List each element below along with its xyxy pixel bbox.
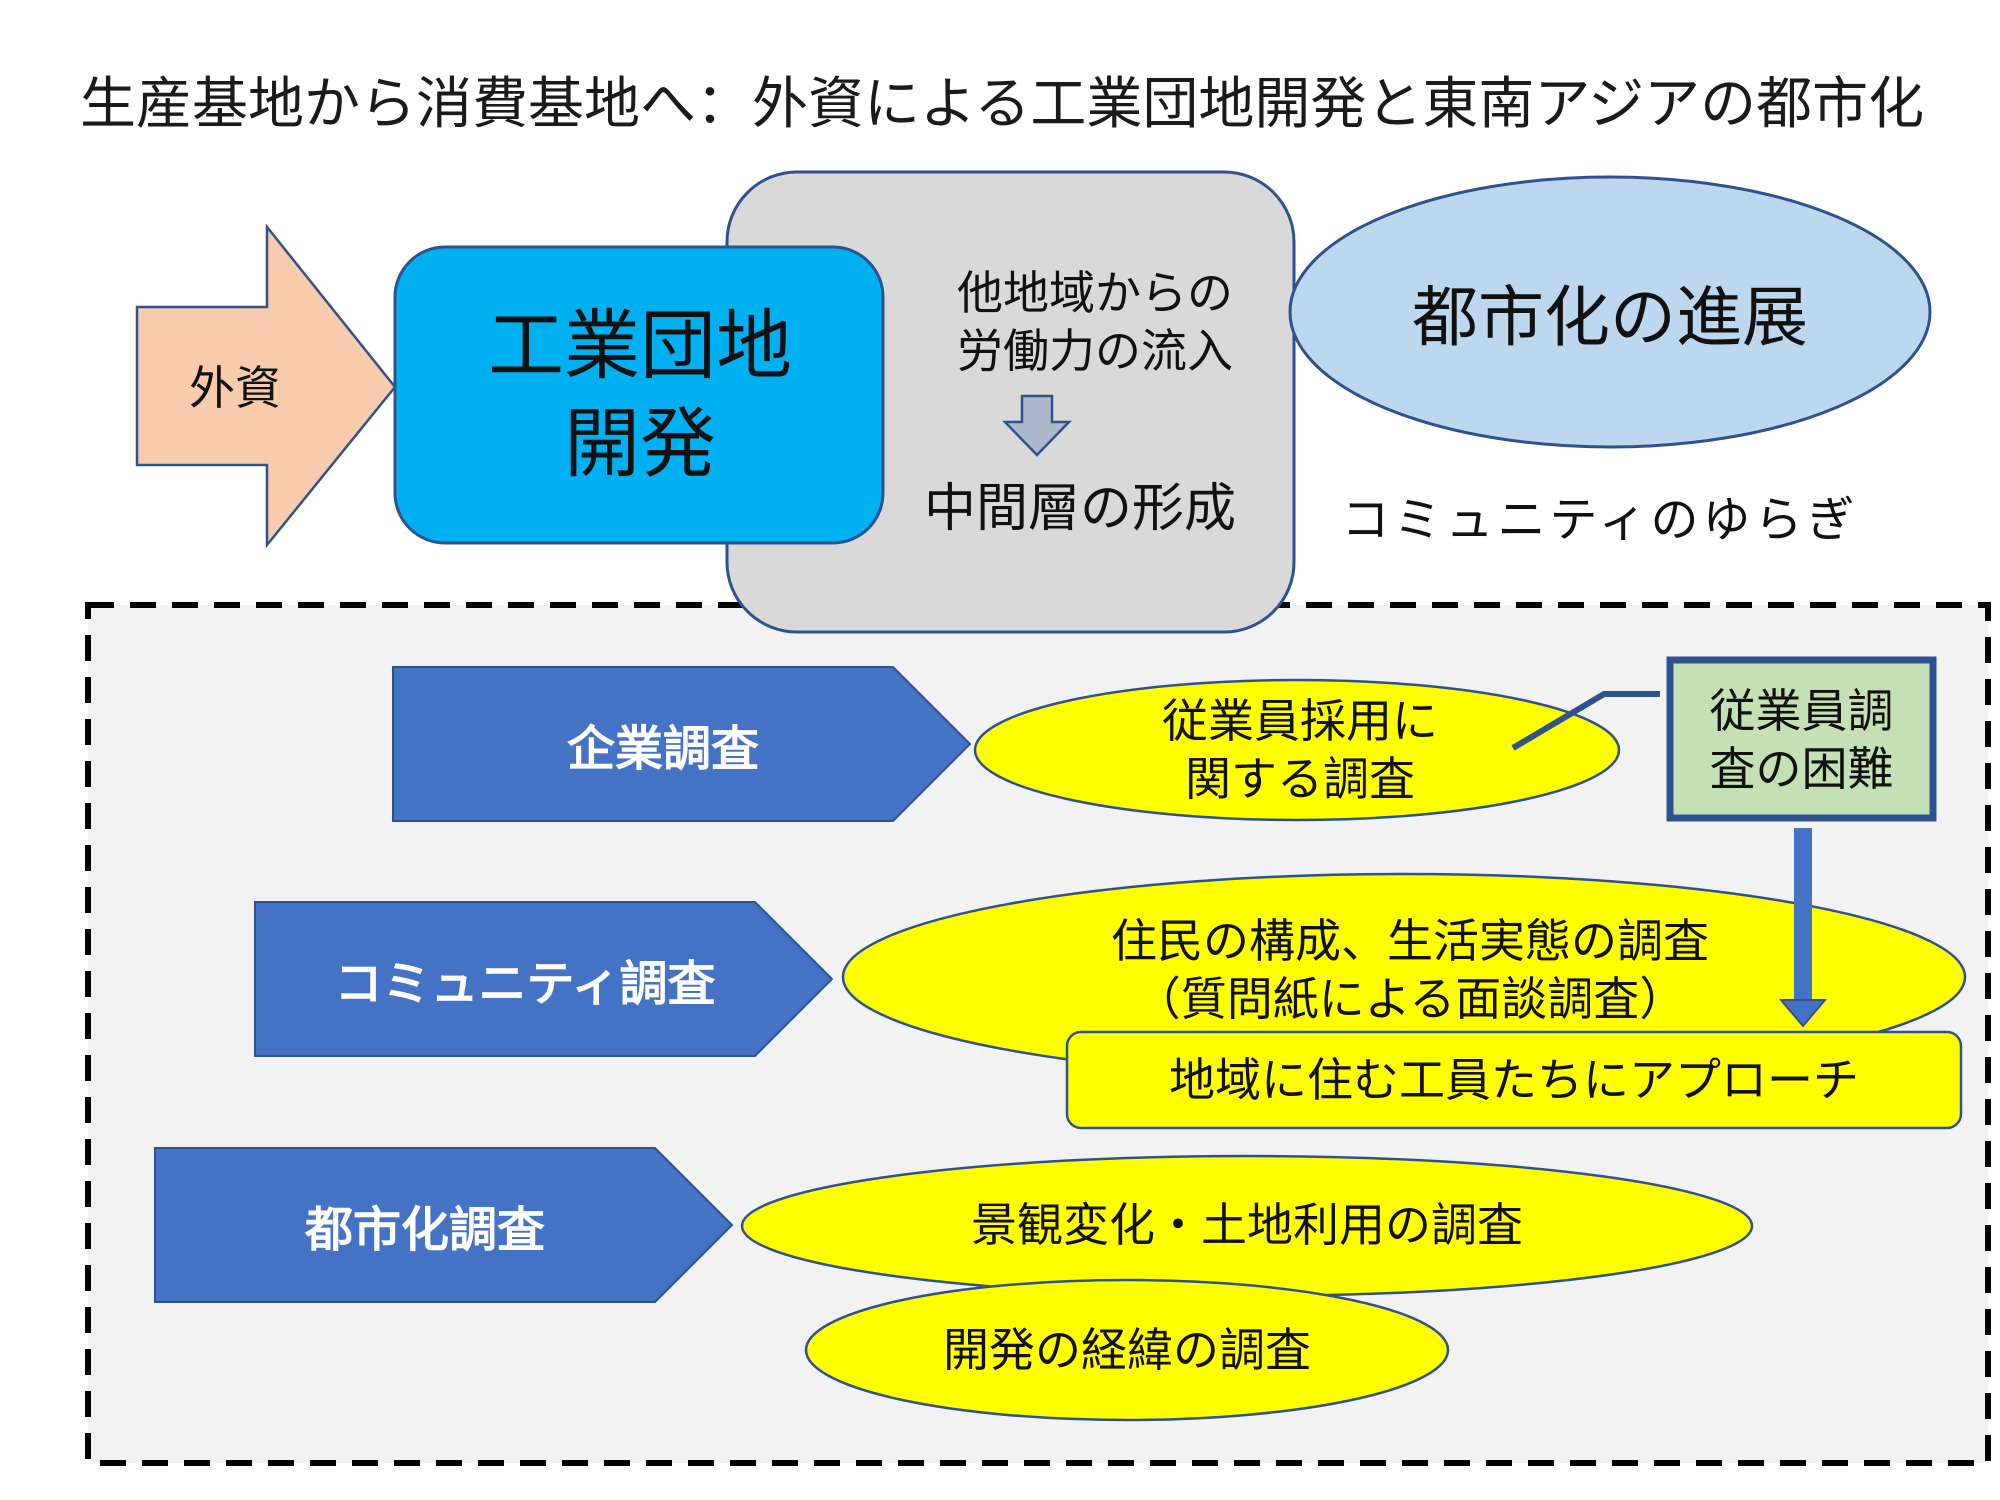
urbanization-oval	[1288, 175, 1932, 449]
company-survey-label: 企業調査	[566, 721, 759, 777]
urbanization-survey-chevron	[154, 1147, 734, 1303]
worker-approach-text: 地域に住む工員たちにアプローチ	[1169, 1053, 1859, 1107]
foreign-capital-label: 外資	[189, 361, 281, 415]
urbanization-survey-label: 都市化調査	[304, 1202, 545, 1258]
survey-difficulty-box	[1666, 656, 1937, 822]
difficulty-arrow-head-icon	[1778, 999, 1828, 1028]
labor-inflow-label: 他地域からの 労働力の流入	[957, 266, 1233, 378]
community-survey-label: コミュニティ調査	[334, 956, 716, 1012]
resident-survey-text: 住民の構成、生活実態の調査 （質問紙による面談調査）	[1111, 914, 1709, 1026]
page-title: 生産基地から消費基地へ：外資による工業団地開発と東南アジアの都市化	[80, 72, 1925, 137]
community-survey-chevron	[254, 901, 834, 1057]
middle-class-label: 中間層の形成	[923, 478, 1236, 539]
employee-hiring-text: 従業員採用に 関する調査	[1162, 694, 1438, 806]
difficulty-connector-line	[1511, 691, 1660, 751]
survey-difficulty-text: 従業員調 査の困難	[1709, 684, 1894, 796]
down-arrow-icon	[1002, 394, 1072, 457]
industrial-park-label: 工業団地 開発	[488, 301, 792, 488]
landscape-survey-text: 景観変化・土地利用の調査	[971, 1198, 1523, 1252]
worker-approach-box	[1065, 1030, 1963, 1130]
community-fluctuation-label: コミュニティのゆらぎ	[1341, 492, 1859, 548]
employee-hiring-oval	[973, 678, 1621, 822]
industrial-park-box	[393, 245, 885, 545]
urbanization-progress-label: 都市化の進展	[1412, 279, 1808, 356]
development-history-oval	[804, 1278, 1450, 1422]
company-survey-chevron	[392, 666, 972, 822]
development-history-text: 開発の経緯の調査	[943, 1323, 1311, 1377]
foreign-capital-arrow	[135, 223, 397, 549]
